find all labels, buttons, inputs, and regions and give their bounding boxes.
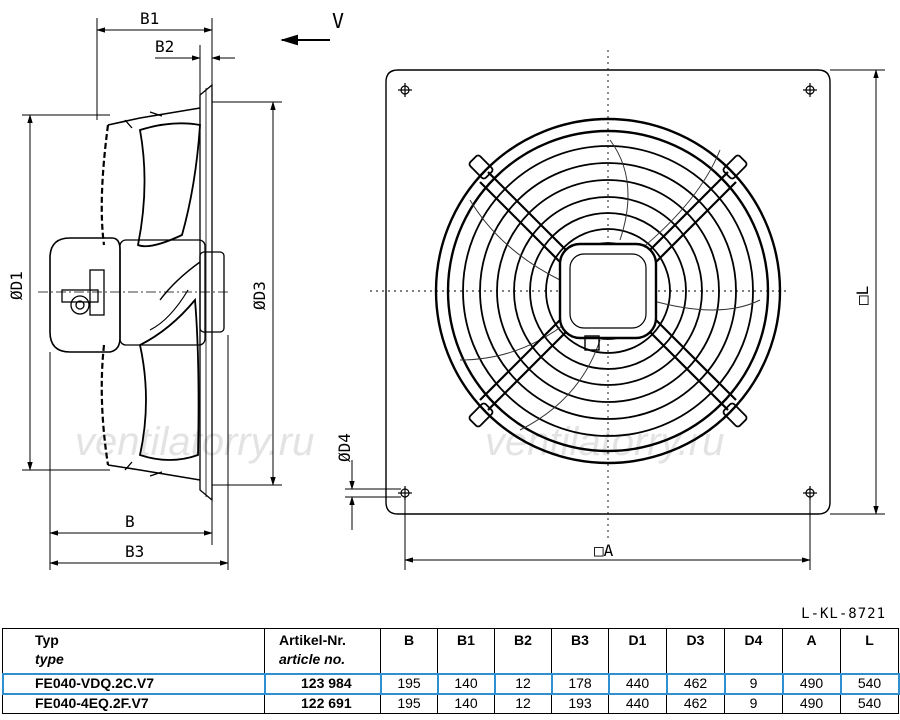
- technical-drawing: ventilatorry.ru ventilatorry.ru: [7, 9, 885, 570]
- dim-label-l: □L: [853, 286, 872, 305]
- cell-type: FE040-4EQ.2F.V7: [2, 693, 265, 714]
- dim-label-b1: B1: [140, 9, 159, 28]
- dim-label-d1: ØD1: [7, 271, 26, 300]
- table-row[interactable]: FE040-4EQ.2F.V7 122 691 195 140 12 193 4…: [2, 693, 899, 714]
- cell-d1: 440: [608, 693, 667, 714]
- drawing-number: L-KL-8721: [801, 606, 886, 622]
- front-view: [370, 50, 831, 540]
- cell-d3: 462: [665, 672, 726, 695]
- cell-article: 122 691: [264, 693, 381, 714]
- cell-b: 195: [379, 672, 439, 695]
- cell-d1: 440: [607, 672, 668, 695]
- cell-b: 195: [380, 693, 438, 714]
- dim-label-d4: ØD4: [335, 433, 354, 462]
- col-header-d3: D3: [666, 628, 725, 674]
- view-arrow-label: V: [332, 9, 344, 33]
- cell-b2: 12: [493, 672, 553, 695]
- dim-label-a: □A: [594, 541, 614, 560]
- cell-b3: 178: [550, 672, 610, 695]
- dim-label-b: B: [125, 512, 135, 531]
- dim-label-b3: B3: [125, 542, 144, 561]
- dim-label-b2: B2: [155, 37, 174, 56]
- dim-label-d3: ØD3: [250, 281, 269, 310]
- col-header-article: Artikel-Nr.article no.: [264, 628, 381, 674]
- col-header-b: B: [380, 628, 438, 674]
- col-header-d1: D1: [608, 628, 667, 674]
- table-row[interactable]: FE040-VDQ.2C.V7 123 984 195 140 12 178 4…: [1, 672, 900, 695]
- cell-b1: 140: [436, 672, 496, 695]
- cell-b2: 12: [494, 693, 552, 714]
- cell-l: 540: [839, 672, 900, 695]
- side-view: [38, 83, 230, 502]
- cell-b1: 140: [437, 693, 495, 714]
- cell-a: 490: [781, 672, 842, 695]
- col-header-b1: B1: [437, 628, 495, 674]
- cell-article: 123 984: [263, 672, 382, 695]
- col-header-b3: B3: [551, 628, 609, 674]
- front-dimensions: [345, 69, 885, 570]
- watermark-left: ventilatorry.ru: [75, 420, 314, 464]
- cell-type: FE040-VDQ.2C.V7: [1, 672, 266, 695]
- cell-b3: 193: [551, 693, 609, 714]
- col-header-b2: B2: [494, 628, 552, 674]
- cell-d4: 9: [723, 672, 784, 695]
- side-dimensions: [22, 18, 330, 570]
- cell-l: 540: [840, 693, 899, 714]
- cell-d4: 9: [724, 693, 783, 714]
- col-header-a: A: [782, 628, 841, 674]
- col-header-d4: D4: [724, 628, 783, 674]
- cell-a: 490: [782, 693, 841, 714]
- col-header-l: L: [840, 628, 899, 674]
- cell-d3: 462: [666, 693, 725, 714]
